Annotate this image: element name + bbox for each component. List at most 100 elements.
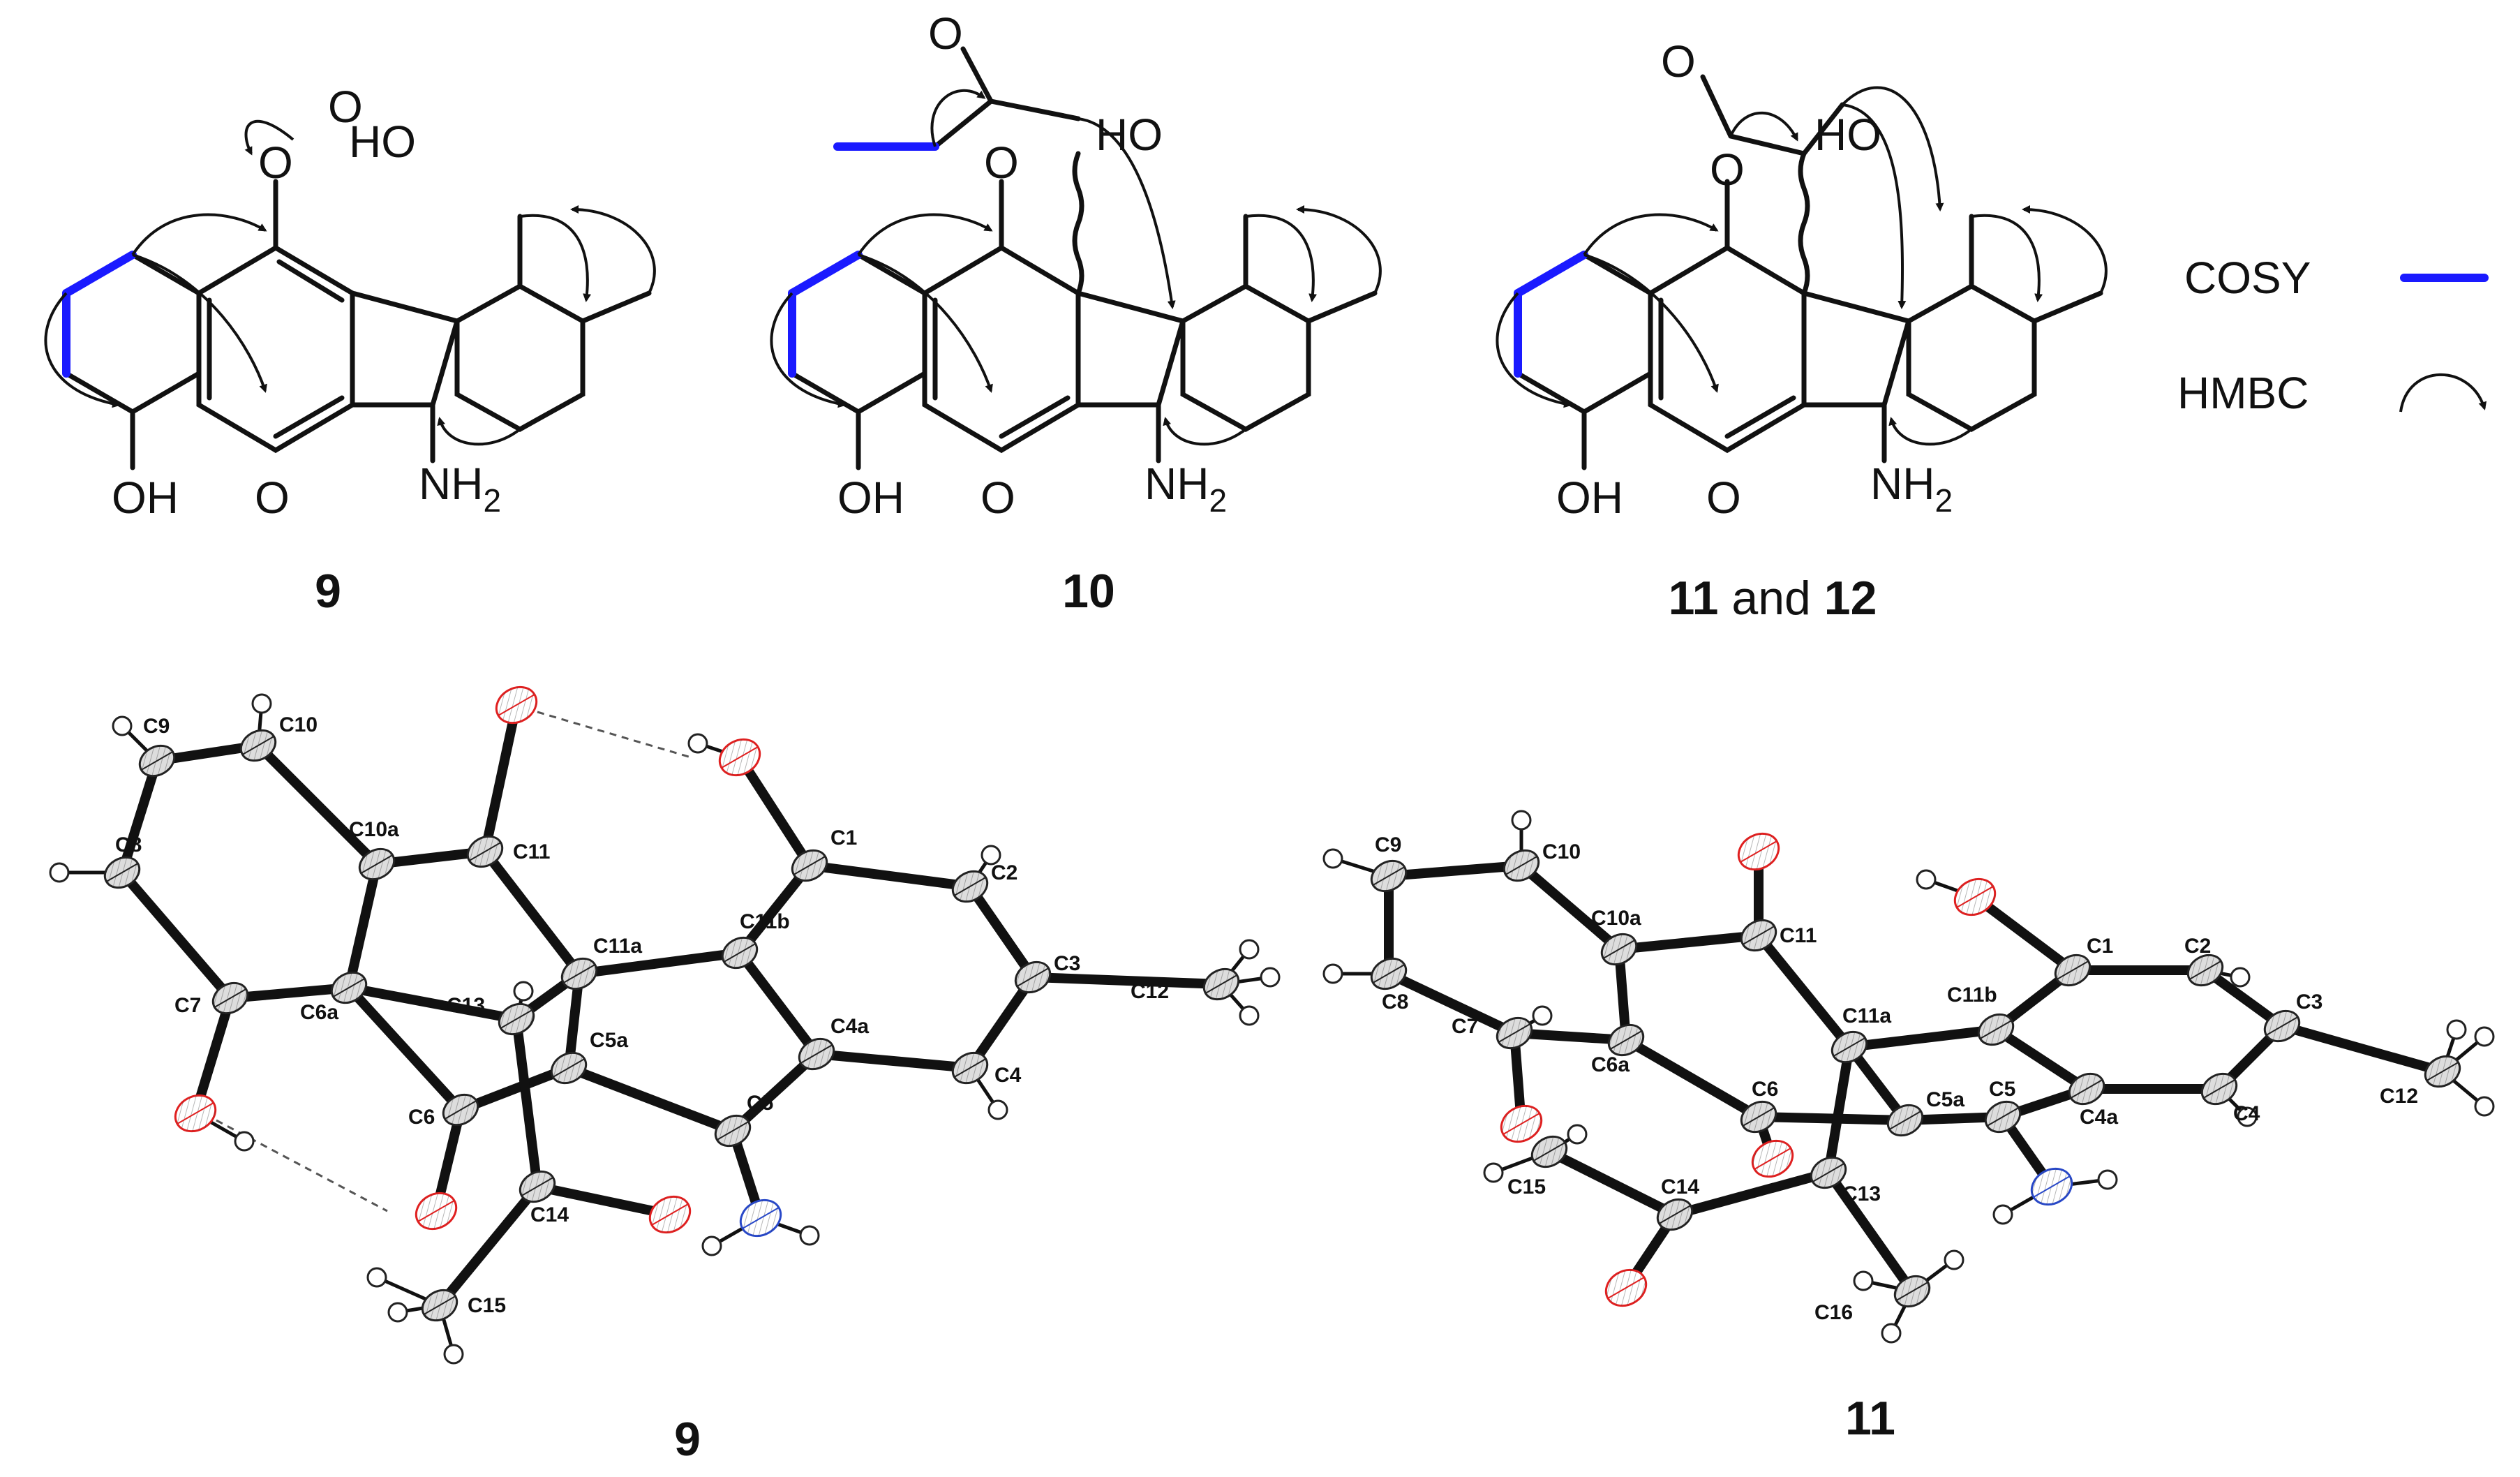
atom-C11a: C11a <box>560 935 642 990</box>
ketone-oxygen: O <box>928 8 963 59</box>
atom-label-C7: C7 <box>1452 1015 1478 1038</box>
bond-C8-C7 <box>1384 969 1519 1038</box>
atom-C9: C9 <box>138 715 176 778</box>
atom-O14 <box>1604 1268 1648 1307</box>
hydrogen-bond-dashed <box>537 711 692 759</box>
bond-C6-C5a <box>456 1063 574 1115</box>
hydrogen-atom <box>1260 967 1281 988</box>
atom-label-C14: C14 <box>1661 1175 1699 1198</box>
quinone-oxygen-bottom: O <box>1706 473 1741 523</box>
atom-C14: C14 <box>1656 1175 1699 1231</box>
atom-C5: C5 <box>714 1092 773 1148</box>
bond-C13-C6a <box>344 983 521 1024</box>
bonds <box>1331 818 2487 1335</box>
atom-C14: C14 <box>519 1170 569 1226</box>
atom-label-C11: C11 <box>513 840 550 863</box>
atom-label-C15: C15 <box>1507 1175 1546 1198</box>
atom-O1 <box>1953 877 1997 916</box>
hydrogen-atom <box>1511 810 1532 831</box>
bond-C4-C4a <box>812 1049 975 1073</box>
bond-C11-O11 <box>480 700 521 856</box>
hmbc-arrows <box>770 89 1382 446</box>
hydroxyl-bottom: OH <box>1556 473 1623 523</box>
atom-C4: C4 <box>2200 1072 2260 1125</box>
bond-C2-C3 <box>2200 965 2287 1031</box>
atom-C6a: C6a <box>1591 1023 1645 1076</box>
atom-label-C11b: C11b <box>740 910 790 933</box>
atom-label-C8: C8 <box>115 833 142 856</box>
hydrogen-atom <box>1944 1249 1964 1270</box>
bond-C13-C14 <box>1670 1168 1833 1219</box>
bond-C3-C12 <box>2277 1021 2447 1076</box>
bond-C10-C10a <box>253 741 382 869</box>
atom-C11b: C11b <box>721 910 790 970</box>
amine-group: NH2 <box>419 459 501 519</box>
atom-label-C14: C14 <box>530 1203 569 1226</box>
bond-C11b-C4a <box>1991 1025 2092 1094</box>
hydrogen-atom <box>1322 963 1343 984</box>
hydrogen-atom <box>2097 1169 2118 1190</box>
atom-label-C9: C9 <box>143 715 170 738</box>
atom-C15: C15 <box>421 1289 506 1322</box>
structure-9-caption: 9 <box>315 565 341 618</box>
hydrogen-atom <box>387 1302 408 1323</box>
quinone-oxygen-bottom: O <box>981 473 1015 523</box>
hydroxyl-bottom: OH <box>112 473 179 523</box>
cosy-correlations <box>788 142 939 378</box>
atom-label-C11b: C11b <box>1947 984 1997 1007</box>
structure-9: O O HO OH O NH2 9 <box>44 82 656 618</box>
atom-C3: C3 <box>2263 990 2323 1043</box>
bond-C7-C6a <box>1509 1028 1631 1045</box>
atom-C7: C7 <box>174 981 249 1017</box>
hydrogen-atom <box>112 715 133 736</box>
bond-C5-C5a <box>564 1063 738 1136</box>
atom-C7: C7 <box>1452 1015 1533 1050</box>
atom-C15: C15 <box>1507 1135 1568 1198</box>
atom-label-C2: C2 <box>2184 935 2211 958</box>
bond-C11-C11a <box>1754 930 1854 1052</box>
atom-label-C10: C10 <box>1542 840 1581 863</box>
atom-O7 <box>174 1094 217 1133</box>
atom-label-C11a: C11a <box>1842 1004 1891 1027</box>
atom-C13: C13 <box>1810 1156 1881 1205</box>
atom-label-C12: C12 <box>1131 980 1169 1003</box>
atom-C8: C8 <box>103 833 142 889</box>
atom-label-C2: C2 <box>991 861 1017 884</box>
atom-C5a: C5a <box>1886 1088 1964 1137</box>
atom-C1: C1 <box>2054 935 2113 987</box>
atom-C12: C12 <box>2380 1055 2461 1108</box>
atom-N5 <box>2030 1167 2073 1206</box>
atom-label-C6a: C6a <box>300 1001 338 1024</box>
bond-C6-C5a <box>1754 1112 1910 1125</box>
legend-cosy-label: COSY <box>2184 253 2311 303</box>
skeleton-bonds <box>1515 74 2103 470</box>
atom-C13: C13 <box>447 994 535 1036</box>
atom-C5a: C5a <box>550 1029 628 1085</box>
ketone-oxygen: O <box>1661 36 1696 87</box>
hydrogen-atom <box>234 1131 255 1152</box>
structure-10-caption: 10 <box>1062 565 1115 618</box>
hydrogen-atom <box>2237 1106 2258 1127</box>
hydrogen-atom <box>1532 1005 1553 1026</box>
atom-C10: C10 <box>1503 840 1581 882</box>
bond-C14-C15 <box>1544 1147 1680 1219</box>
hydrogen-atom <box>1239 1005 1260 1026</box>
hydrogen-atom <box>2474 1026 2495 1047</box>
bond-C11a-C5a <box>1844 1042 1910 1125</box>
atom-O6 <box>415 1192 458 1231</box>
hmbc-arrows <box>1496 86 2108 446</box>
bond-C6a-C6 <box>1621 1035 1764 1122</box>
bond-C11b-C1 <box>735 861 814 958</box>
bond-C7-C6a <box>225 983 354 1003</box>
hydrogen-atom <box>687 733 708 754</box>
atom-label-C10a: C10a <box>1591 907 1641 930</box>
cosy-correlations <box>62 251 137 378</box>
atom-C1: C1 <box>791 826 857 882</box>
atom-label-C15: C15 <box>468 1294 506 1317</box>
atom-C11: C11 <box>1740 919 1817 952</box>
bond-C14-C15 <box>435 1182 542 1310</box>
